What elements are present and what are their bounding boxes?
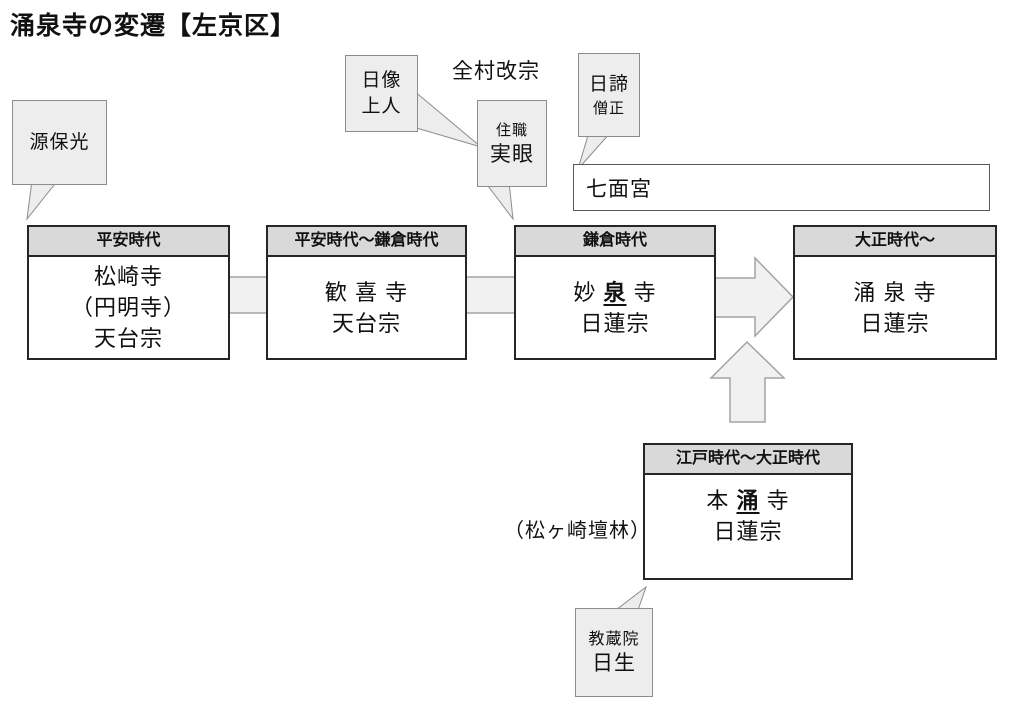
era-header-kamakura: 鎌倉時代 [516, 227, 714, 257]
flow-box-edo-taisho: 江戸時代〜大正時代 本 涌 寺 日蓮宗 [643, 443, 853, 580]
temple-name-yusenji: 涌 泉 寺 [853, 279, 937, 305]
bubble-nittai-line1: 日諦 [588, 73, 629, 95]
sect-nichiren-2: 日蓮宗 [860, 310, 930, 336]
sect-tendai-2: 天台宗 [331, 310, 401, 336]
era-header-heian-kamakura: 平安時代〜鎌倉時代 [268, 227, 465, 257]
flow-box-taisho-body: 涌 泉 寺 日蓮宗 [795, 257, 995, 358]
temple-name-kangiji: 歓 喜 寺 [324, 279, 409, 305]
flow-arrow-up-icon [709, 340, 786, 423]
bubble-minamoto-yasumitsu: 源保光 [12, 100, 107, 185]
connector-kangiji-to-myosenji [462, 276, 519, 314]
sect-tendai-1: 天台宗 [93, 326, 163, 351]
era-header-heian: 平安時代 [29, 227, 228, 257]
bubble-jushoku-jitsugen: 住職 実眼 [477, 100, 547, 187]
temple-name-enmyoji: （円明寺） [70, 295, 186, 320]
shichimengu-label: 七面宮 [586, 177, 652, 201]
flow-box-heian-kamakura-body: 歓 喜 寺 天台宗 [268, 257, 465, 358]
page-title: 涌泉寺の変遷【左京区】 [10, 12, 297, 40]
bubble-tail-jushoku [483, 181, 514, 221]
bubble-minamoto-text: 源保光 [29, 131, 90, 153]
sect-nichiren-3: 日蓮宗 [713, 519, 783, 544]
bubble-nichizo-line1: 日像 [361, 69, 402, 91]
connector-heian-to-kangiji [225, 276, 271, 314]
myosenji-post: 寺 [626, 279, 657, 305]
flow-box-heian-body: 松崎寺 （円明寺） 天台宗 [29, 257, 228, 358]
bubble-jushoku-line1: 住職 [495, 121, 528, 139]
myosenji-pre: 妙 [573, 279, 604, 305]
flow-box-taisho: 大正時代〜 涌 泉 寺 日蓮宗 [793, 225, 997, 360]
flow-box-heian: 平安時代 松崎寺 （円明寺） 天台宗 [27, 225, 230, 360]
bubble-tail-minamoto [26, 179, 60, 221]
flow-box-kamakura: 鎌倉時代 妙 泉 寺 日蓮宗 [514, 225, 716, 360]
era-header-taisho: 大正時代〜 [795, 227, 995, 257]
flow-box-kamakura-body: 妙 泉 寺 日蓮宗 [516, 257, 714, 358]
hontsuji-pre: 本 [706, 488, 737, 513]
bubble-kyozoin-nissho: 教蔵院 日生 [575, 608, 653, 697]
sect-nichiren-1: 日蓮宗 [580, 310, 650, 336]
label-matsugasaki-danrin: （松ヶ崎壇林） [504, 520, 651, 542]
myosenji-emphasized-char: 泉 [603, 279, 627, 305]
temple-name-hontsuji: 本 涌 寺 [706, 485, 789, 516]
box-shichimengu: 七面宮 [573, 164, 990, 211]
flow-box-heian-kamakura: 平安時代〜鎌倉時代 歓 喜 寺 天台宗 [266, 225, 467, 360]
label-zenson-kaishu: 全村改宗 [452, 60, 540, 83]
hontsuji-emphasized-char: 涌 [736, 488, 760, 513]
temple-name-matsuzakiji: 松崎寺 [93, 264, 163, 289]
bubble-nichizo-shonin: 日像 上人 [345, 55, 418, 132]
bubble-nittai-line2: 僧正 [592, 99, 625, 117]
flow-box-edo-taisho-body: 本 涌 寺 日蓮宗 [645, 475, 851, 578]
bubble-nichizo-line2: 上人 [361, 95, 402, 117]
flow-arrow-right-icon [713, 256, 795, 338]
bubble-jushoku-line2: 実眼 [490, 142, 534, 166]
temple-name-myosenji: 妙 泉 寺 [573, 277, 656, 308]
bubble-nittai-sojo: 日諦 僧正 [578, 53, 640, 137]
hontsuji-post: 寺 [759, 488, 790, 513]
era-header-edo-taisho: 江戸時代〜大正時代 [645, 445, 851, 475]
bubble-kyozoin-line1: 教蔵院 [588, 630, 640, 648]
bubble-kyozoin-line2: 日生 [592, 651, 636, 675]
